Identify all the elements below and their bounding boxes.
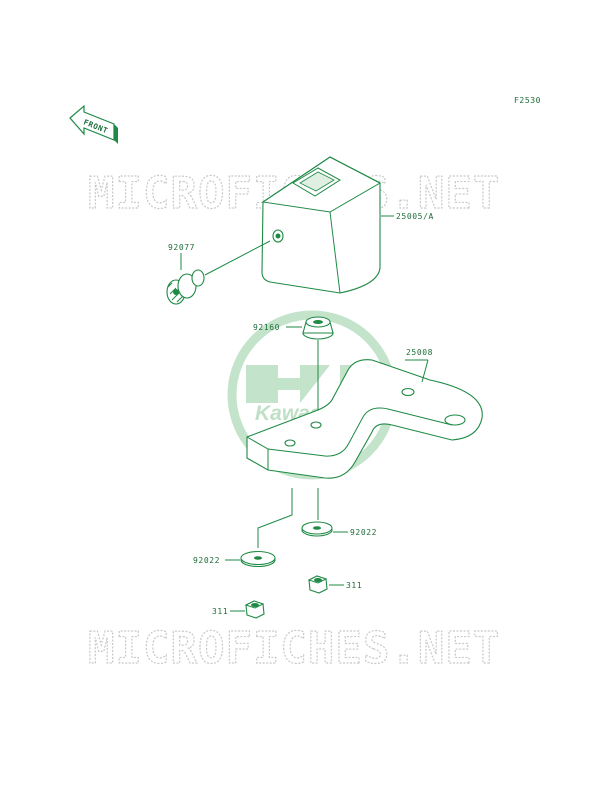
- part-25005-box: [261, 156, 382, 294]
- leader-25008-b: [421, 359, 429, 383]
- label-25005: 25005/A: [396, 212, 434, 221]
- leader-92022-left-up: [257, 488, 293, 548]
- part-311-left-nut: [244, 600, 265, 619]
- label-92022-right: 92022: [350, 528, 377, 537]
- label-311-left: 311: [212, 607, 228, 616]
- part-92022-right-washer: [301, 521, 333, 537]
- part-311-right-nut: [307, 575, 328, 594]
- part-92022-left-washer: [240, 550, 276, 568]
- watermark-text-bottom: MICROFICHES.NET: [88, 623, 500, 674]
- leader-92077-to-box: [204, 240, 271, 276]
- label-311-right: 311: [346, 581, 362, 590]
- label-92160: 92160: [253, 323, 280, 332]
- label-25008: 25008: [406, 348, 433, 357]
- front-arrow-icon: FRONT: [69, 104, 118, 144]
- label-92077: 92077: [168, 243, 195, 252]
- part-92160-damper: [302, 316, 334, 340]
- figure-code: F2530: [514, 96, 541, 105]
- part-92077-grommet: [166, 269, 205, 305]
- part-25008-bracket: [246, 359, 483, 479]
- label-92022-left: 92022: [193, 556, 220, 565]
